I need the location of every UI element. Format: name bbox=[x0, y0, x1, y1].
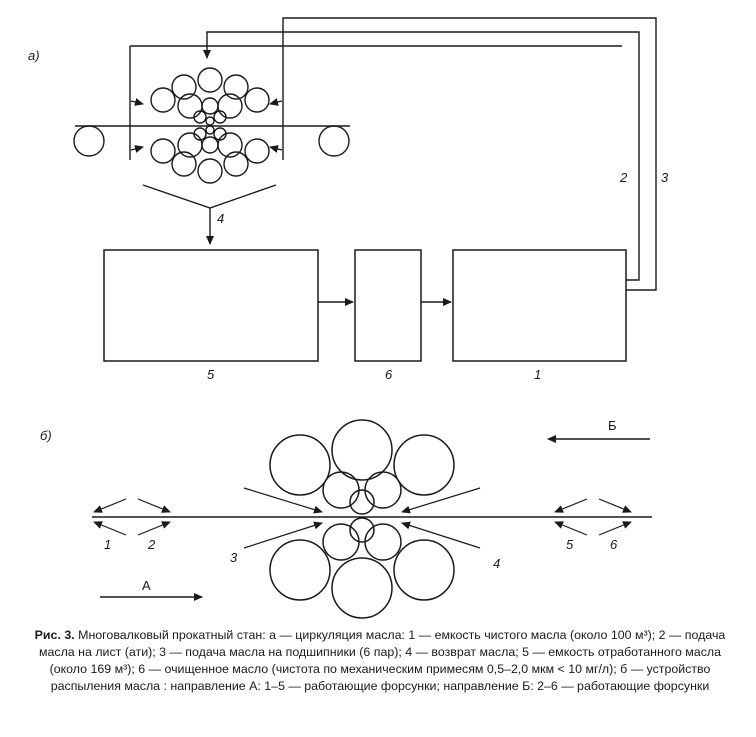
label-1: 1 bbox=[534, 367, 541, 382]
tank-5 bbox=[103, 249, 319, 362]
nozzle-sprays-b bbox=[93, 487, 632, 549]
nozzle-label-2: 2 bbox=[147, 537, 156, 552]
supply-pipe-3 bbox=[282, 17, 657, 291]
label-3: 3 bbox=[661, 170, 669, 185]
figure-caption: Рис. 3. Многовалковый прокатный стан: а … bbox=[30, 627, 730, 695]
panel-a-label: а) bbox=[28, 48, 40, 63]
supply-pipe-2 bbox=[203, 31, 640, 281]
right-coiler bbox=[318, 125, 350, 157]
direction-b-label: Б bbox=[608, 418, 617, 433]
label-6: 6 bbox=[385, 367, 393, 382]
roll-stack-b bbox=[269, 419, 455, 619]
tank-6 bbox=[354, 249, 422, 362]
nozzle-label-3: 3 bbox=[230, 550, 238, 565]
label-5: 5 bbox=[207, 367, 215, 382]
tank-1 bbox=[452, 249, 627, 362]
strip-and-housing-a bbox=[75, 45, 622, 209]
caption-text: Многовалковый прокатный стан: а — циркул… bbox=[38, 628, 726, 693]
label-4: 4 bbox=[217, 211, 224, 226]
tanks bbox=[103, 249, 627, 362]
nozzle-label-4: 4 bbox=[493, 556, 500, 571]
spray-arrows-a bbox=[130, 98, 283, 153]
direction-a-label: А bbox=[142, 578, 151, 593]
caption-lead: Рис. 3. bbox=[34, 628, 75, 642]
label-2: 2 bbox=[619, 170, 628, 185]
left-coiler bbox=[73, 125, 105, 157]
direction-arrows bbox=[100, 435, 650, 601]
nozzle-label-1: 1 bbox=[104, 537, 111, 552]
panel-b-label: б) bbox=[40, 428, 52, 443]
nozzle-label-5: 5 bbox=[566, 537, 574, 552]
nozzle-label-6: 6 bbox=[610, 537, 618, 552]
